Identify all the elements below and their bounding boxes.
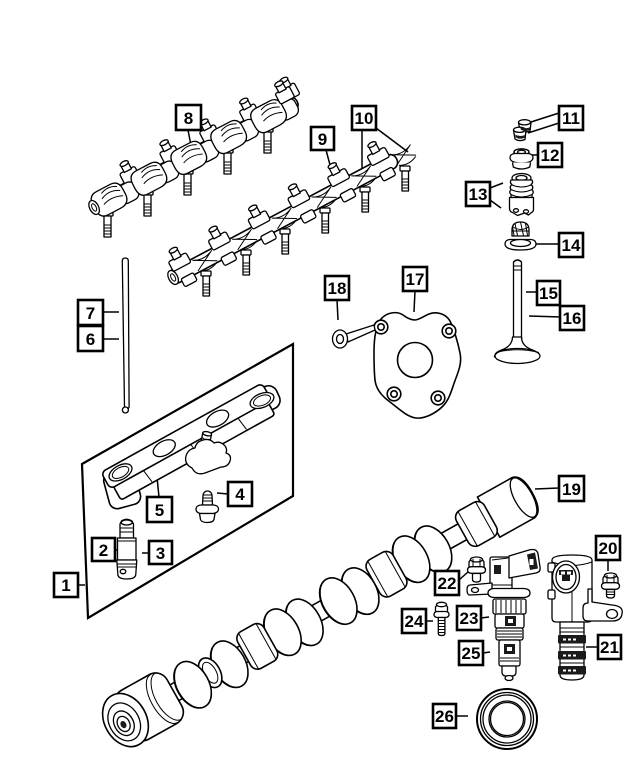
svg-text:6: 6: [86, 330, 95, 349]
svg-text:7: 7: [86, 304, 95, 323]
svg-text:21: 21: [600, 638, 619, 657]
svg-text:9: 9: [318, 130, 327, 149]
svg-text:12: 12: [541, 146, 560, 165]
svg-text:2: 2: [99, 541, 108, 560]
svg-text:1: 1: [61, 576, 70, 595]
svg-text:22: 22: [438, 574, 457, 593]
svg-text:24: 24: [405, 612, 424, 631]
svg-text:4: 4: [235, 485, 245, 504]
svg-text:11: 11: [562, 109, 580, 128]
svg-text:25: 25: [462, 644, 481, 663]
svg-text:26: 26: [435, 707, 454, 726]
svg-text:3: 3: [156, 544, 165, 563]
svg-text:8: 8: [184, 109, 193, 128]
svg-text:13: 13: [469, 185, 488, 204]
svg-text:18: 18: [328, 279, 347, 298]
svg-text:17: 17: [406, 270, 425, 289]
svg-text:5: 5: [155, 501, 164, 520]
svg-text:10: 10: [355, 109, 374, 128]
svg-text:15: 15: [539, 284, 558, 303]
svg-text:16: 16: [563, 309, 582, 328]
svg-text:14: 14: [562, 236, 581, 255]
svg-text:19: 19: [562, 480, 581, 499]
svg-text:20: 20: [599, 539, 618, 558]
svg-text:23: 23: [460, 609, 479, 628]
